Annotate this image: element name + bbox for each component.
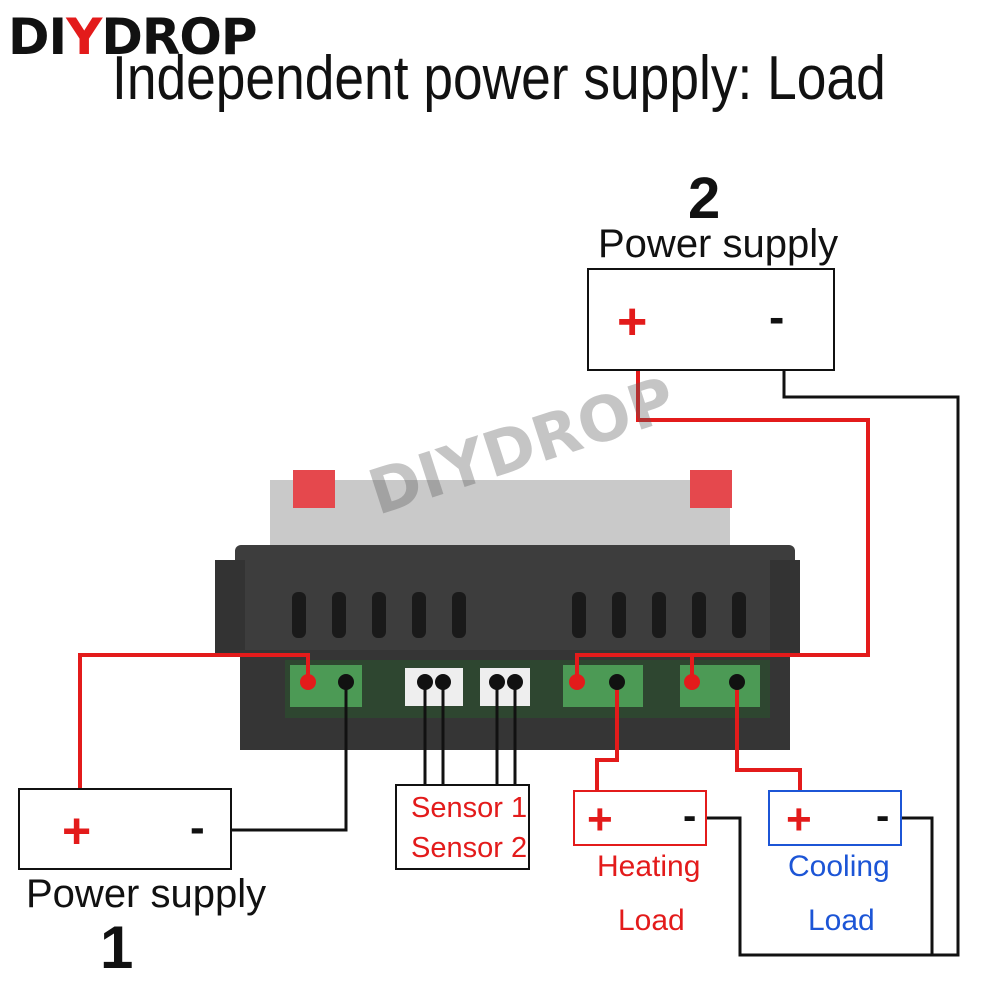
positive-wires (78, 370, 870, 792)
cooling-load-line2: Load (808, 904, 875, 937)
controller-device (215, 470, 800, 750)
device-housing (235, 545, 795, 655)
sensor-box: Sensor 1 Sensor 2 (395, 784, 530, 870)
heating-load-minus: - (683, 794, 697, 838)
device-side-right (770, 560, 800, 655)
power-supply-2-box: + - (587, 268, 835, 371)
mount-clip-right (690, 470, 732, 508)
device-label-panel (270, 480, 730, 550)
power-supply-1-number: 1 (100, 914, 134, 981)
power-supply-2-label: Power supply (598, 222, 839, 266)
vent-slots (292, 592, 746, 638)
terminal-sensor2 (480, 668, 530, 706)
terminal-sensor1 (405, 668, 463, 706)
negative-wires (232, 370, 960, 957)
cooling-load-line1: Cooling (788, 850, 890, 883)
brand-logo: DIYDROP (8, 12, 257, 62)
sensor-1-label: Sensor 1 (411, 792, 528, 824)
logo-text-accent: Y (66, 8, 102, 66)
sensor-2-label: Sensor 2 (411, 832, 528, 864)
power-supply-1-label: Power supply (26, 872, 267, 916)
heating-load-line1: Heating (597, 850, 701, 883)
mount-clip-left (293, 470, 335, 508)
power-supply-1-box: + - (18, 788, 232, 870)
power-supply-2-plus: + (617, 293, 648, 351)
cooling-load-box: + - (768, 790, 902, 846)
heating-load-box: + - (573, 790, 707, 846)
device-side-left (215, 560, 245, 655)
heating-load-plus: + (587, 795, 613, 844)
logo-text-left: DI (8, 8, 67, 66)
heating-load-line2: Load (618, 904, 685, 937)
power-supply-1-minus: - (190, 803, 205, 852)
power-supply-2-minus: - (769, 291, 785, 343)
cooling-load-plus: + (786, 795, 812, 844)
diagram-title: Independent power supply: Load (112, 44, 886, 113)
logo-text-right: DROP (101, 8, 257, 66)
terminal-dots (300, 674, 745, 690)
cooling-load-minus: - (876, 794, 890, 838)
power-supply-2-number: 2 (688, 166, 721, 231)
power-supply-1-plus: + (62, 803, 92, 859)
